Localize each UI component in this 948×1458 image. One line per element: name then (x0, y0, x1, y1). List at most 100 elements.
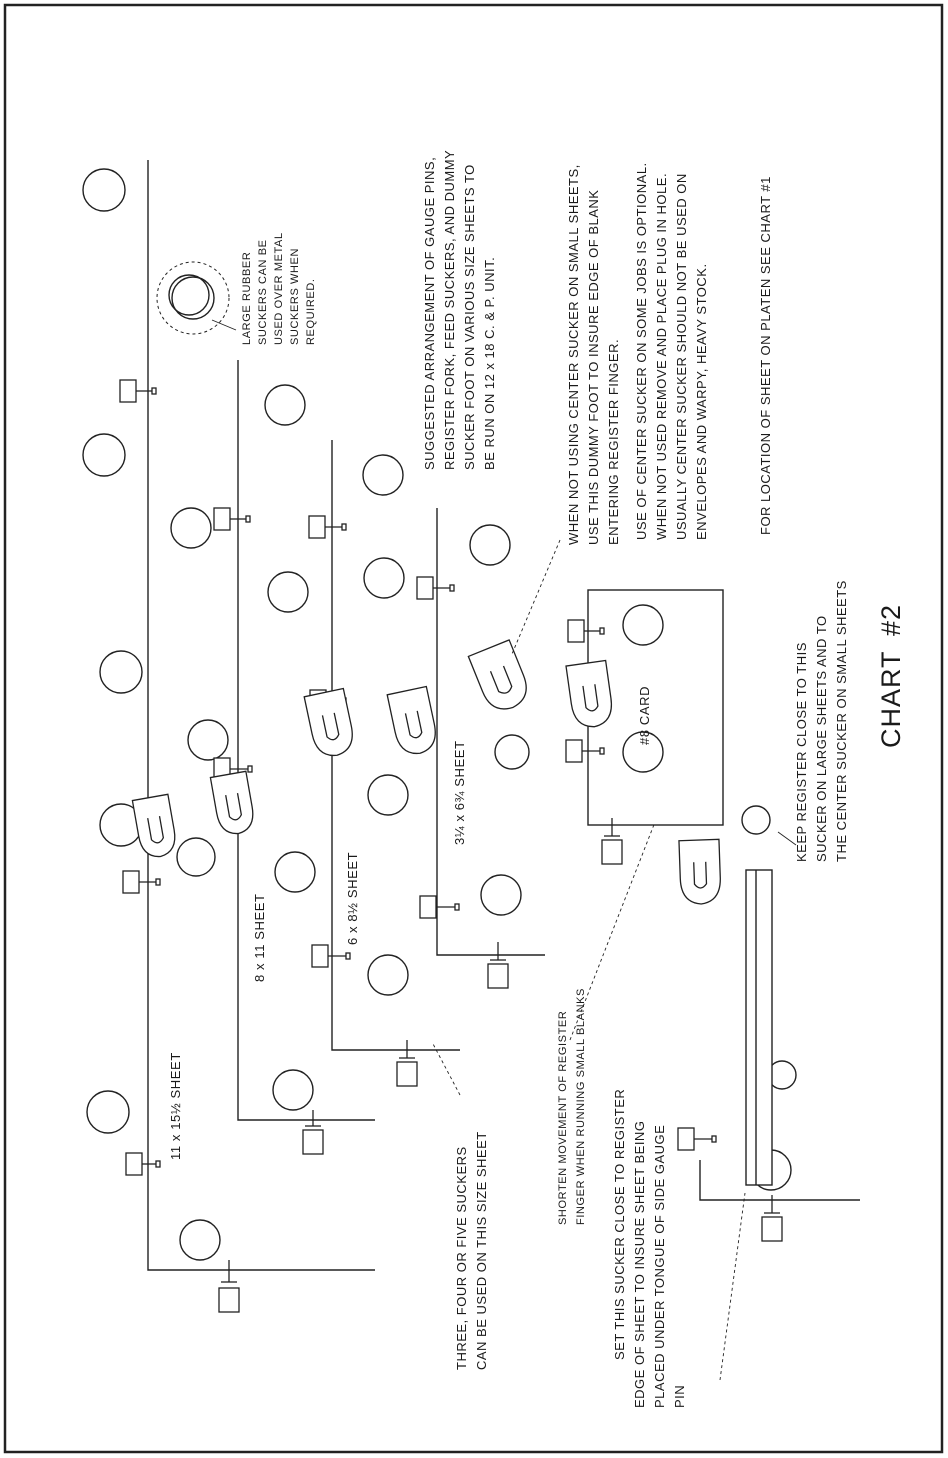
label-3x6-sheet: 3¼ x 6¾ SHEET (452, 740, 467, 845)
gauge-pin (419, 895, 460, 919)
note-line: FINGER WHEN RUNNING SMALL BLANKS (575, 988, 587, 1225)
sucker-circle (176, 837, 216, 877)
sucker-circle (272, 1069, 314, 1111)
chart-title-text: CHART (876, 650, 906, 748)
label-8-card: #8 CARD (637, 686, 652, 745)
note-line: SUCKERS WHEN (289, 248, 301, 345)
note-line: REGISTER FORK, FEED SUCKERS, AND DUMMY (442, 150, 457, 470)
outline-6x8-sheet (331, 440, 460, 1051)
label-11x15-sheet: 11 x 15½ SHEET (168, 1052, 183, 1160)
note-line: EDGE OF SHEET TO INSURE SHEET BEING (632, 1121, 647, 1408)
sucker-circle (86, 1090, 130, 1134)
outline-3x6-sheet (436, 508, 545, 956)
note-suggested-arrangement: SUGGESTED ARRANGEMENT OF GAUGE PINS, REG… (422, 150, 497, 470)
sucker-circle (367, 954, 409, 996)
dummy-sucker-foot (209, 770, 254, 835)
sucker-circle (82, 168, 126, 212)
register-fork (761, 1195, 783, 1242)
label-6x8-sheet: 6 x 8½ SHEET (345, 852, 360, 945)
sucker-circle (622, 604, 664, 646)
sucker-circle (267, 571, 309, 613)
gauge-pin (119, 379, 157, 403)
sucker-circle (82, 433, 126, 477)
gauge-pin (308, 515, 347, 539)
gauge-pin (125, 1152, 161, 1176)
register-fork (218, 1260, 240, 1313)
note-line: PLACED UNDER TONGUE OF SIDE GAUGE (652, 1125, 667, 1408)
note-line: USE OF CENTER SUCKER ON SOME JOBS IS OPT… (634, 162, 649, 540)
note-line: THE CENTER SUCKER ON SMALL SHEETS (834, 580, 849, 862)
sucker-circle (741, 805, 771, 835)
sucker-circle (363, 557, 405, 599)
note-set-this-sucker: SET THIS SUCKER CLOSE TO REGISTER EDGE O… (612, 1089, 687, 1408)
note-shorten-movement: SHORTEN MOVEMENT OF REGISTER FINGER WHEN… (557, 988, 587, 1225)
note-line: BE RUN ON 12 x 18 C. & P. UNIT. (482, 257, 497, 470)
note-three-four-five: THREE, FOUR OR FIVE SUCKERS CAN BE USED … (454, 1131, 489, 1370)
register-fork (396, 1040, 418, 1087)
dummy-sucker-foot (678, 838, 721, 905)
note-center-sucker: USE OF CENTER SUCKER ON SOME JOBS IS OPT… (634, 162, 709, 540)
gauge-pin (311, 944, 351, 968)
sucker-circle (274, 851, 316, 893)
sucker-circles (82, 168, 797, 1261)
note-large-rubber: LARGE RUBBER SUCKERS CAN BE USED OVER ME… (241, 232, 317, 345)
note-line: USUALLY CENTER SUCKER SHOULD NOT BE USED… (674, 173, 689, 540)
sucker-circle (367, 774, 409, 816)
sucker-circle (362, 454, 404, 496)
gauge-pin (122, 870, 161, 894)
note-line: USE THIS DUMMY FOOT TO INSURE EDGE OF BL… (586, 190, 601, 545)
sucker-circle (264, 384, 306, 426)
gauge-pin (416, 576, 455, 600)
outline-8x11-sheet (237, 360, 375, 1121)
note-line: SET THIS SUCKER CLOSE TO REGISTER (612, 1089, 627, 1360)
gauge-pin (677, 1127, 717, 1151)
gauge-pin (213, 507, 251, 531)
note-line: USED OVER METAL (273, 232, 285, 345)
note-line: CAN BE USED ON THIS SIZE SHEET (474, 1131, 489, 1370)
sucker-circle (168, 274, 210, 316)
register-fork (302, 1110, 324, 1155)
dummy-sucker-foot (565, 659, 613, 728)
note-line: ENTERING REGISTER FINGER. (606, 339, 621, 545)
sucker-circle (469, 524, 511, 566)
note-line: KEEP REGISTER CLOSE TO THIS (794, 642, 809, 862)
register-forks (218, 818, 783, 1313)
gauge-pin (567, 619, 605, 643)
sucker-circle (99, 650, 143, 694)
note-line: SUCKER FOOT ON VARIOUS SIZE SHEETS TO (462, 164, 477, 470)
chart-title: CHART #2 (876, 604, 906, 748)
note-line: LARGE RUBBER (241, 252, 253, 345)
note-line: SUCKERS CAN BE (257, 239, 269, 345)
gauge-pin (565, 739, 605, 763)
label-8x11-sheet: 8 x 11 SHEET (252, 893, 267, 982)
large-rubber-sucker (156, 261, 230, 335)
sucker-circle (179, 1219, 221, 1261)
note-line: WHEN NOT USING CENTER SUCKER ON SMALL SH… (566, 164, 581, 545)
dummy-sucker-foot (131, 793, 176, 858)
sucker-circle (170, 507, 212, 549)
gauge-pins (119, 379, 717, 1176)
dummy-sucker-feet (131, 639, 721, 905)
note-keep-register: KEEP REGISTER CLOSE TO THIS SUCKER ON LA… (794, 580, 849, 862)
note-line: SHORTEN MOVEMENT OF REGISTER (557, 1011, 569, 1225)
note-line: THREE, FOUR OR FIVE SUCKERS (454, 1146, 469, 1370)
note-line: PIN (672, 1385, 687, 1408)
note-line: SUCKER ON LARGE SHEETS AND TO (814, 615, 829, 862)
sucker-circle (187, 719, 229, 761)
register-fork (487, 942, 509, 989)
dummy-sucker-foot (303, 687, 353, 757)
note-line: ENVELOPES AND WARPY, HEAVY STOCK. (694, 263, 709, 540)
note-line: WHEN NOT USED REMOVE AND PLACE PLUG IN H… (654, 173, 669, 540)
sucker-circle (494, 734, 530, 770)
note-line: REQUIRED. (305, 278, 317, 345)
note-line: SUGGESTED ARRANGEMENT OF GAUGE PINS, (422, 157, 437, 470)
page-border (3, 3, 944, 1454)
sucker-circle (480, 874, 522, 916)
dummy-sucker-foot (386, 685, 436, 755)
note-platen: FOR LOCATION OF SHEET ON PLATEN SEE CHAR… (758, 176, 773, 535)
outline-11x15-sheet (147, 160, 375, 1271)
dummy-sucker-foot (467, 639, 527, 710)
register-finger-bar (699, 869, 860, 1201)
leader-lines (211, 319, 797, 1381)
